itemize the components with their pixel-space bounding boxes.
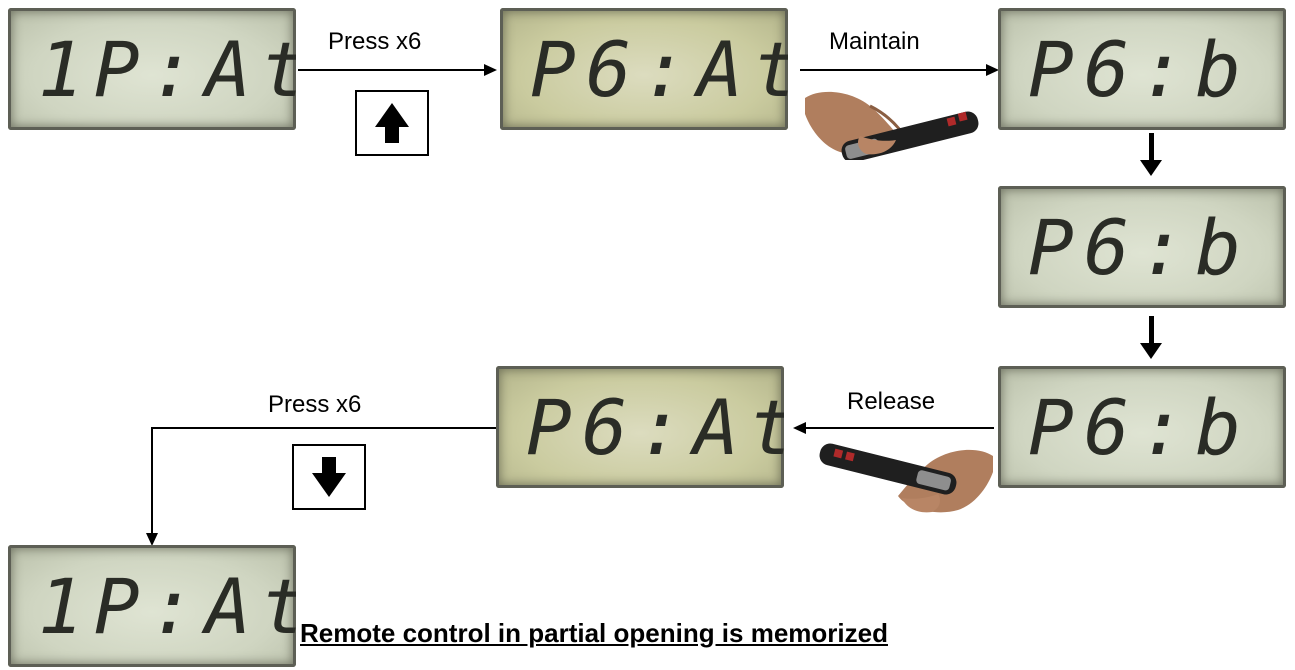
arrowhead-left-release — [793, 422, 806, 434]
arrow-left-release — [806, 427, 994, 429]
lcd-display-b1p: P6:b 1P — [998, 366, 1286, 488]
up-button[interactable] — [355, 90, 429, 156]
lcd-display-start: 1P:Att — [8, 8, 296, 130]
arrowhead-down-1 — [1140, 160, 1162, 176]
lcd-display-maintain: P6:b — [998, 8, 1286, 130]
arrow-right-1 — [298, 69, 486, 71]
down-button[interactable] — [292, 444, 366, 510]
arrow-down-1 — [1149, 133, 1154, 163]
arrowhead-down-final — [146, 533, 158, 546]
caption: Remote control in partial opening is mem… — [300, 618, 888, 648]
hand-remote-release-icon — [819, 443, 993, 513]
arrow-up-icon — [375, 103, 409, 143]
arrow-down-icon — [312, 457, 346, 497]
lcd-display-b1: P6:b 1 — [998, 186, 1286, 308]
arrowhead-right-1 — [484, 64, 497, 76]
lcd-display-after-release: P6:Att — [496, 366, 784, 488]
label-release: Release — [847, 388, 936, 415]
arrow-down-2 — [1149, 316, 1154, 346]
arrow-line-down-path-v — [151, 427, 153, 535]
arrow-line-down-path-h — [151, 427, 496, 429]
label-press-down: Press x6 — [268, 391, 362, 418]
arrow-right-2 — [800, 69, 988, 71]
label-maintain: Maintain — [829, 28, 920, 55]
label-press-up: Press x6 — [328, 28, 422, 55]
arrowhead-right-2 — [986, 64, 999, 76]
lcd-display-final: 1P:Att — [8, 545, 296, 667]
arrowhead-down-2 — [1140, 343, 1162, 359]
lcd-display-after-up: P6:Att — [500, 8, 788, 130]
hand-remote-icon — [805, 91, 979, 160]
